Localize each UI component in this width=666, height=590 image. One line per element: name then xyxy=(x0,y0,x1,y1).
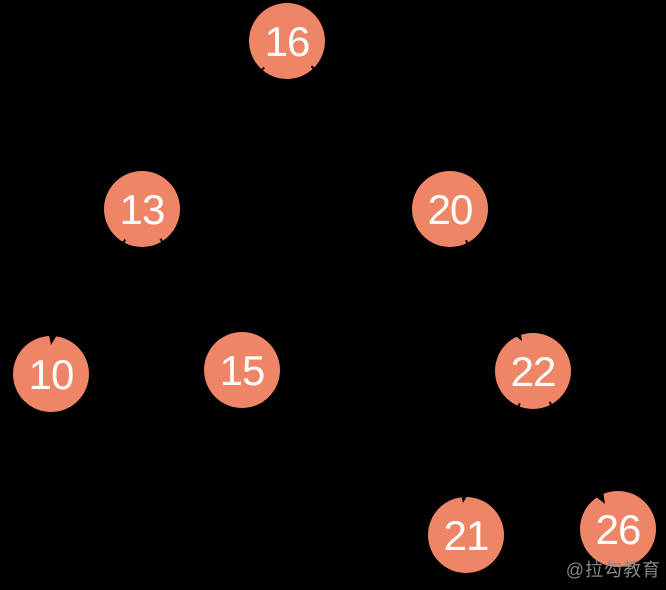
edge-arrowhead-icon xyxy=(48,330,59,345)
tree-node: 21 xyxy=(428,497,504,573)
tree-node-value: 21 xyxy=(444,512,489,559)
tree-node-value: 16 xyxy=(265,18,310,65)
tree-node-value: 26 xyxy=(596,506,641,553)
tree-node-circle xyxy=(249,3,325,79)
tree-node-value: 15 xyxy=(220,347,265,394)
edge-arrowhead-icon xyxy=(510,326,522,341)
tree-node: 26 xyxy=(580,491,656,567)
tree-edge xyxy=(310,65,425,183)
tree-node-circle xyxy=(580,491,656,567)
tree-edge xyxy=(465,239,517,338)
tree-edge xyxy=(159,238,223,339)
tree-node-circle xyxy=(412,171,488,247)
tree-node: 13 xyxy=(104,171,180,247)
tree-node-circle xyxy=(428,497,504,573)
tree-node-value: 13 xyxy=(120,186,165,233)
tree-edge xyxy=(548,401,601,497)
tree-node-circle xyxy=(204,332,280,408)
edge-arrowhead-icon xyxy=(593,489,605,504)
tree-node: 10 xyxy=(13,336,89,412)
tree-edge xyxy=(68,239,126,342)
tree-edge xyxy=(479,403,521,501)
tree-node: 20 xyxy=(412,171,488,247)
tree-node-value: 20 xyxy=(428,186,473,233)
tree-node: 15 xyxy=(204,332,280,408)
tree-node-value: 22 xyxy=(511,348,556,395)
watermark: @拉勾教育 xyxy=(565,560,661,580)
tree-node-circle xyxy=(13,336,89,412)
tree-node-circle xyxy=(495,333,571,409)
tree-node-value: 10 xyxy=(29,351,74,398)
tree-edge xyxy=(166,66,265,181)
tree-node: 16 xyxy=(249,3,325,79)
tree-node-circle xyxy=(104,171,180,247)
tree-node: 22 xyxy=(495,333,571,409)
edge-arrowhead-icon xyxy=(459,488,471,503)
